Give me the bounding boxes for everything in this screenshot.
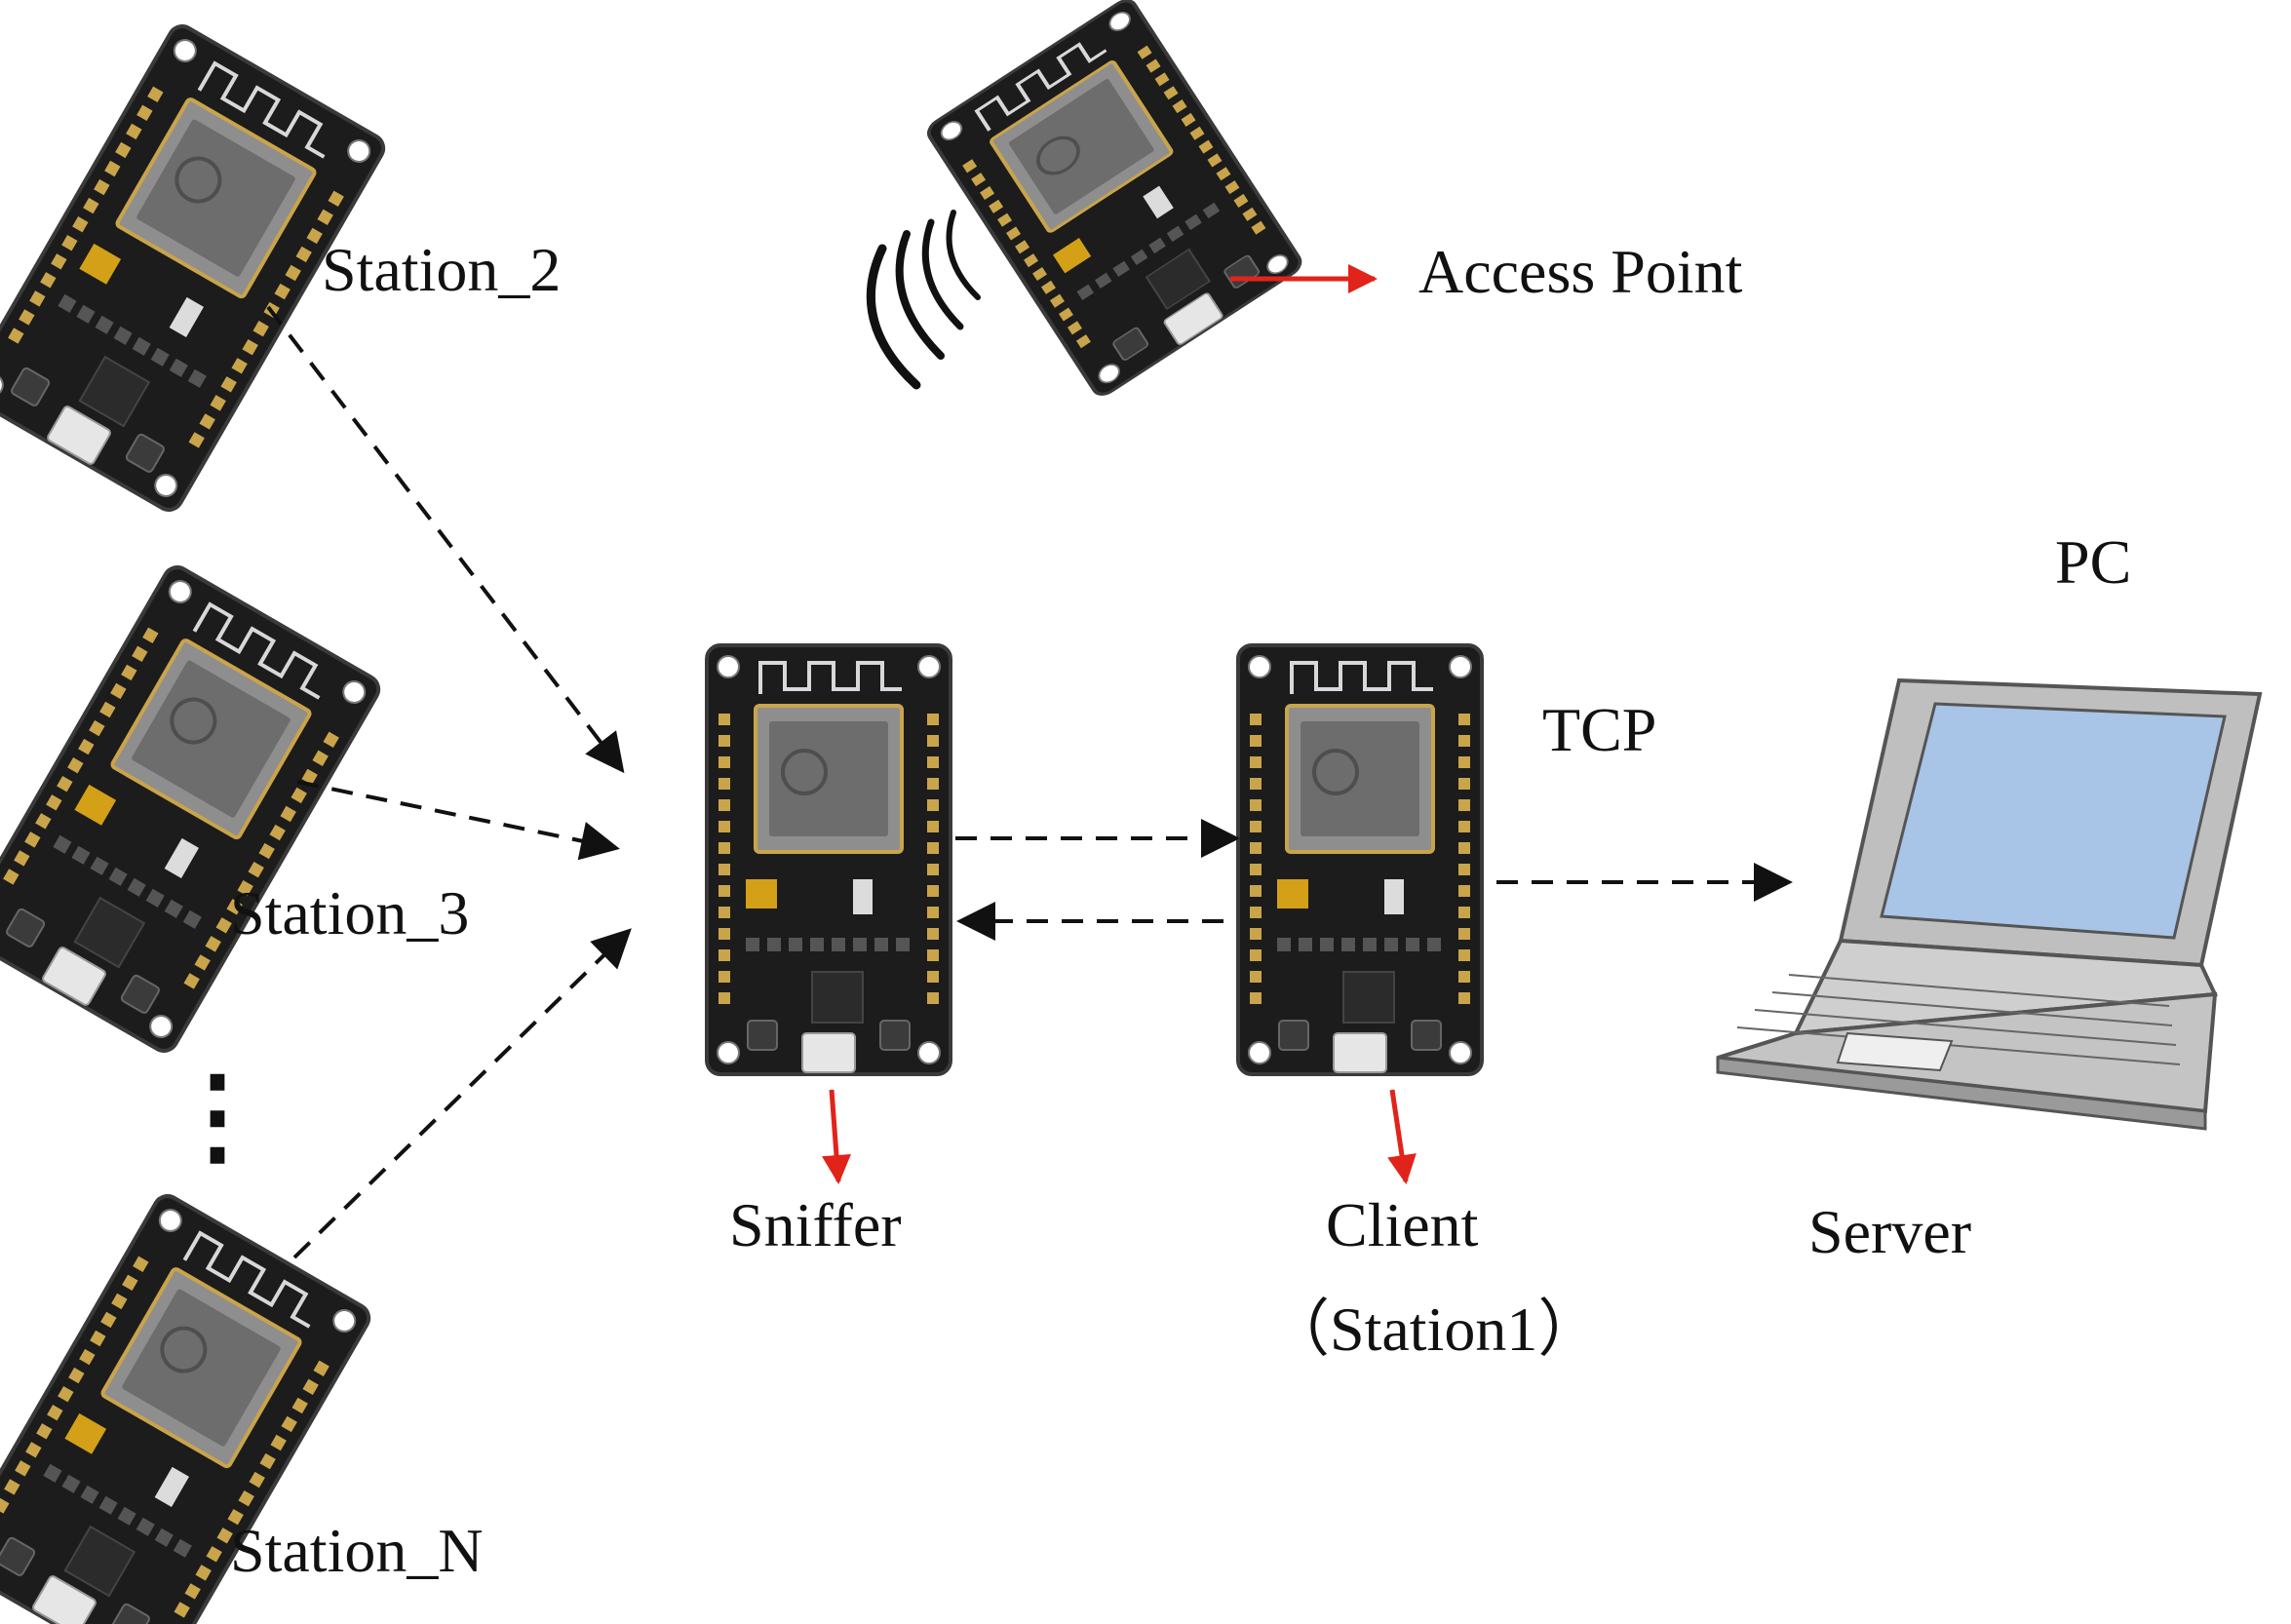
laptop-icon [1716,677,2263,1131]
station-n-label: Station_N [230,1516,484,1585]
sniffer-label: Sniffer [729,1190,902,1259]
arrow-client-label [1387,1089,1417,1184]
access-point-board-icon [922,0,1306,401]
tcp-label: TCP [1542,695,1656,764]
pc-label: PC [2055,527,2131,597]
client-board-icon [1236,643,1484,1076]
station-3-board-icon [0,560,386,1059]
station-2-label: Station_2 [322,235,561,304]
access-point-label: Access Point [1418,237,1743,306]
arrow-stationn-to-sniffer [292,928,632,1259]
client-station1-label: （Station1） [1267,1295,1600,1364]
vertical-ellipsis: ⋮ [164,1057,271,1176]
server-label: Server [1808,1197,1971,1266]
arrow-station3-to-sniffer [296,780,620,861]
arrow-sniffer-label [822,1089,851,1184]
station-3-label: Station_3 [230,878,469,947]
wifi-signal-icon [866,210,981,390]
arrow-station2-to-sniffer [266,305,625,774]
sniffer-board-icon [705,643,952,1076]
client-label: Client [1326,1190,1479,1259]
